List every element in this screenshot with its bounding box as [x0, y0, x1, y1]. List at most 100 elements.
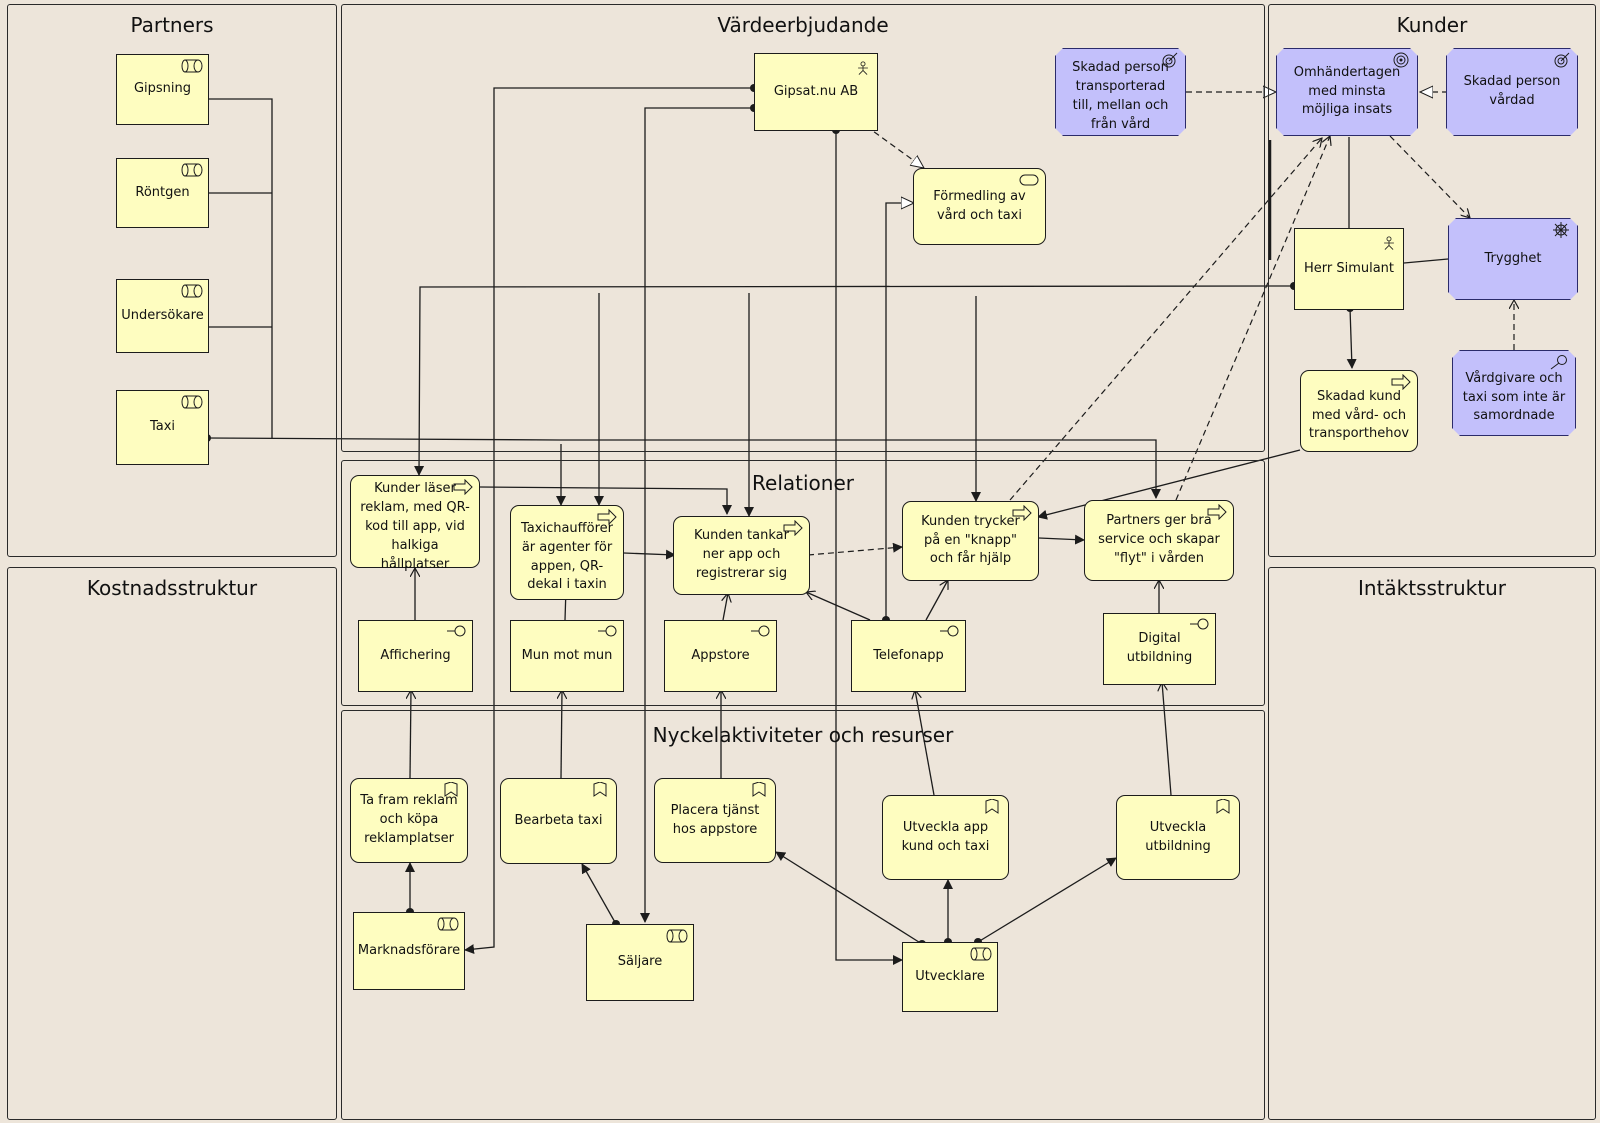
- section-relationer: Relationer: [341, 460, 1265, 706]
- process-taxichaufforer[interactable]: Taxichaufförer är agenter för appen, QR-…: [510, 505, 624, 600]
- process-icon: [1012, 505, 1032, 521]
- interface-label: Digital utbildning: [1126, 631, 1193, 665]
- goal-omhandertagen[interactable]: Omhändertagen med minsta möjliga insats: [1276, 48, 1418, 136]
- process-label: Kunden tankar ner app och registrerar si…: [694, 528, 789, 581]
- interface-appstore[interactable]: Appstore: [664, 620, 777, 692]
- interface-label: Mun mot mun: [521, 647, 613, 663]
- function-icon: [1216, 799, 1230, 814]
- process-icon: [453, 479, 473, 495]
- role-icon: [970, 947, 992, 961]
- role-icon: [181, 284, 203, 298]
- outcome-label: Skadad person transporterad till, mellan…: [1072, 60, 1169, 132]
- driver-icon: [1550, 222, 1572, 238]
- interface-icon: [751, 625, 770, 637]
- interface-icon: [940, 625, 959, 637]
- role-label: Taxi: [149, 419, 176, 435]
- actor-icon: [1384, 236, 1394, 250]
- role-label: Säljare: [617, 954, 663, 970]
- section-title-nyckelaktiviteter: Nyckelaktiviteter och resurser: [652, 723, 954, 747]
- interface-affichering[interactable]: Affichering: [358, 620, 473, 692]
- actor-label: Gipsat.nu AB: [773, 83, 859, 99]
- actor-label: Herr Simulant: [1303, 260, 1395, 276]
- section-kunder: Kunder: [1268, 4, 1596, 557]
- process-skadad-kund[interactable]: Skadad kund med vård- och transporthehov: [1300, 370, 1418, 452]
- role-label: Utvecklare: [915, 968, 985, 984]
- interface-label: Telefonapp: [873, 647, 944, 663]
- role-label: Gipsning: [133, 81, 192, 97]
- service-formedling[interactable]: Förmedling av vård och taxi: [913, 168, 1046, 245]
- goal-label: Omhändertagen med minsta möjliga insats: [1293, 64, 1401, 118]
- section-nyckelaktiviteter: Nyckelaktiviteter och resurser: [341, 710, 1265, 1120]
- function-label: Utveckla app kund och taxi: [901, 819, 990, 854]
- role-saljare[interactable]: Säljare: [586, 924, 694, 1001]
- role-icon: [181, 163, 203, 177]
- driver-label: Trygghet: [1484, 250, 1542, 266]
- process-partners-ger[interactable]: Partners ger bra service och skapar "fly…: [1084, 500, 1234, 581]
- driver-trygghet[interactable]: Trygghet: [1448, 218, 1578, 300]
- role-icon: [181, 59, 203, 73]
- section-title-intaktsstruktur: Intäktsstruktur: [1358, 576, 1506, 600]
- function-placera-tjanst[interactable]: Placera tjänst hos appstore: [654, 778, 776, 863]
- process-icon: [1391, 374, 1411, 390]
- role-gipsning[interactable]: Gipsning: [116, 54, 209, 125]
- section-partners: Partners: [7, 4, 337, 557]
- assessment-vardgivare[interactable]: Vårdgivare och taxi som inte är samordna…: [1452, 350, 1576, 436]
- actor-gipsat[interactable]: Gipsat.nu AB: [754, 53, 878, 131]
- function-utveckla-utbildning[interactable]: Utveckla utbildning: [1116, 795, 1240, 880]
- role-icon: [666, 929, 688, 943]
- section-intaktsstruktur: Intäktsstruktur: [1268, 567, 1596, 1120]
- interface-telefonapp[interactable]: Telefonapp: [851, 620, 966, 692]
- function-icon: [752, 782, 766, 797]
- outcome-skadad-vardad[interactable]: Skadad person vårdad: [1446, 48, 1578, 136]
- section-title-kostnadsstruktur: Kostnadsstruktur: [86, 576, 258, 600]
- role-taxi[interactable]: Taxi: [116, 390, 209, 465]
- process-label: Taxichaufförer är agenter för appen, QR-…: [521, 520, 613, 593]
- outcome-skadad-transporterad[interactable]: Skadad person transporterad till, mellan…: [1055, 48, 1186, 136]
- role-icon: [181, 395, 203, 409]
- service-icon: [1019, 174, 1039, 186]
- section-title-kunder: Kunder: [1396, 13, 1468, 37]
- interface-mun-mot-mun[interactable]: Mun mot mun: [510, 620, 624, 692]
- process-icon: [1207, 504, 1227, 520]
- assessment-label: Vårdgivare och taxi som inte är samordna…: [1462, 370, 1566, 424]
- role-icon: [437, 917, 459, 931]
- function-bearbeta-taxi[interactable]: Bearbeta taxi: [500, 778, 617, 864]
- process-label: Kunder läser reklam, med QR-kod till app…: [360, 481, 470, 572]
- service-label: Förmedling av vård och taxi: [933, 188, 1026, 223]
- process-kunder-laser[interactable]: Kunder läser reklam, med QR-kod till app…: [350, 475, 480, 572]
- outcome-label: Skadad person vårdad: [1463, 74, 1561, 108]
- interface-digital-utbildning[interactable]: Digital utbildning: [1103, 613, 1216, 685]
- interface-label: Appstore: [691, 647, 750, 663]
- outcome-icon: [1550, 52, 1572, 68]
- process-label: Skadad kund med vård- och transporthehov: [1308, 388, 1410, 442]
- function-utveckla-app[interactable]: Utveckla app kund och taxi: [882, 795, 1009, 880]
- function-icon: [444, 782, 458, 797]
- function-icon: [985, 799, 999, 814]
- role-undersokare[interactable]: Undersökare: [116, 279, 209, 353]
- section-title-partners: Partners: [130, 13, 214, 37]
- role-label: Undersökare: [121, 307, 204, 323]
- assessment-icon: [1548, 354, 1570, 370]
- function-label: Utveckla utbildning: [1145, 819, 1211, 854]
- section-kostnadsstruktur: Kostnadsstruktur: [7, 567, 337, 1120]
- role-marknadsforare[interactable]: Marknadsförare: [353, 912, 465, 990]
- process-kunden-tankar[interactable]: Kunden tankar ner app och registrerar si…: [673, 516, 810, 595]
- function-ta-fram[interactable]: Ta fram reklam och köpa reklamplatser: [350, 778, 468, 863]
- interface-label: Affichering: [380, 647, 451, 663]
- actor-herr-simulant[interactable]: Herr Simulant: [1294, 228, 1404, 310]
- role-label: Röntgen: [135, 184, 190, 200]
- role-utvecklare[interactable]: Utvecklare: [902, 942, 998, 1012]
- process-label: Kunden trycker på en "knapp" och får hjä…: [921, 513, 1020, 567]
- process-icon: [597, 509, 617, 525]
- process-icon: [783, 520, 803, 536]
- actor-icon: [858, 61, 868, 75]
- role-rontgen[interactable]: Röntgen: [116, 158, 209, 228]
- process-kunden-trycker[interactable]: Kunden trycker på en "knapp" och får hjä…: [902, 501, 1039, 581]
- function-label: Bearbeta taxi: [514, 812, 603, 828]
- role-label: Marknadsförare: [357, 942, 461, 958]
- interface-icon: [1190, 618, 1209, 630]
- interface-icon: [447, 625, 466, 637]
- goal-icon: [1390, 52, 1412, 68]
- section-title-relationer: Relationer: [752, 471, 854, 495]
